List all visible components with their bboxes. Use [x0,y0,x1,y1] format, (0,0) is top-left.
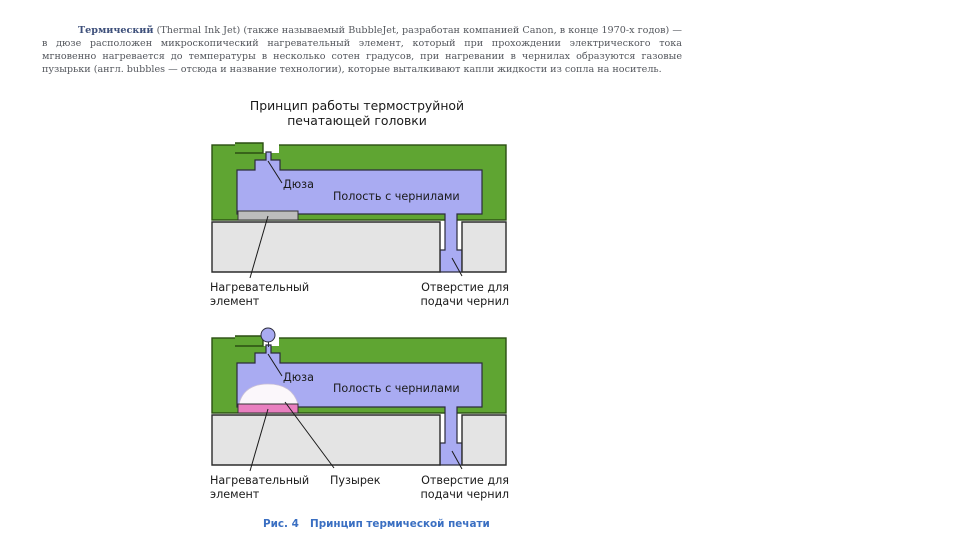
notch-edge-bottom [235,335,264,347]
ink-droplet [260,327,276,343]
heater-element-bottom [237,403,299,414]
leader-heater-bottom [249,408,269,472]
label-heater-bottom-1: Нагревательный [210,474,309,487]
leader-heater-top [249,215,269,279]
substrate-left-bottom [211,414,441,466]
intro-text: (Thermal Ink Jet) (также называемый Bubb… [42,24,682,75]
diagram-title-line1: Принцип работы термоструйной [250,98,464,113]
intro-lead-term: Термический [78,24,154,36]
diagram-title-line2: печатающей головки [287,113,427,128]
ink-cavity-bottom [236,344,483,466]
label-inlet-top-1: Отверстие для [421,281,509,294]
label-inlet-top-2: подачи чернил [420,295,509,308]
label-heater-top-2: элемент [210,295,260,308]
label-cavity-bottom: Полость с чернилами [333,382,460,395]
substrate-right-bottom [461,414,507,466]
substrate-left-top [211,221,441,273]
notch-edge-top [235,142,264,154]
label-inlet-bottom-1: Отверстие для [421,474,509,487]
label-heater-bottom-2: элемент [210,488,260,501]
diagram-firing-state: Дюза Полость с чернилами Нагревательный … [210,327,509,501]
leader-nozzle-bottom [267,353,283,377]
leader-nozzle-top [267,160,283,184]
intro-paragraph: Термический (Thermal Ink Jet) (также наз… [42,24,682,76]
substrate-right-top [461,221,507,273]
diagram-idle-state: Дюза Полость с чернилами Нагревательный … [210,142,509,308]
caption-text: Принцип термической печати [310,518,490,530]
leader-bubble [284,401,335,469]
heater-element-top [237,210,299,221]
label-nozzle-top: Дюза [283,178,314,191]
label-cavity-top: Полость с чернилами [333,190,460,203]
leader-inlet-top [451,257,463,277]
ink-cavity-top [236,151,483,273]
label-bubble: Пузырек [330,474,381,487]
leader-inlet-bottom [451,450,463,470]
label-inlet-bottom-2: подачи чернил [420,488,509,501]
label-heater-top-1: Нагревательный [210,281,309,294]
vapour-bubble [238,383,299,405]
caption-number: Рис. 4 [263,518,299,530]
label-nozzle-bottom: Дюза [283,371,314,384]
